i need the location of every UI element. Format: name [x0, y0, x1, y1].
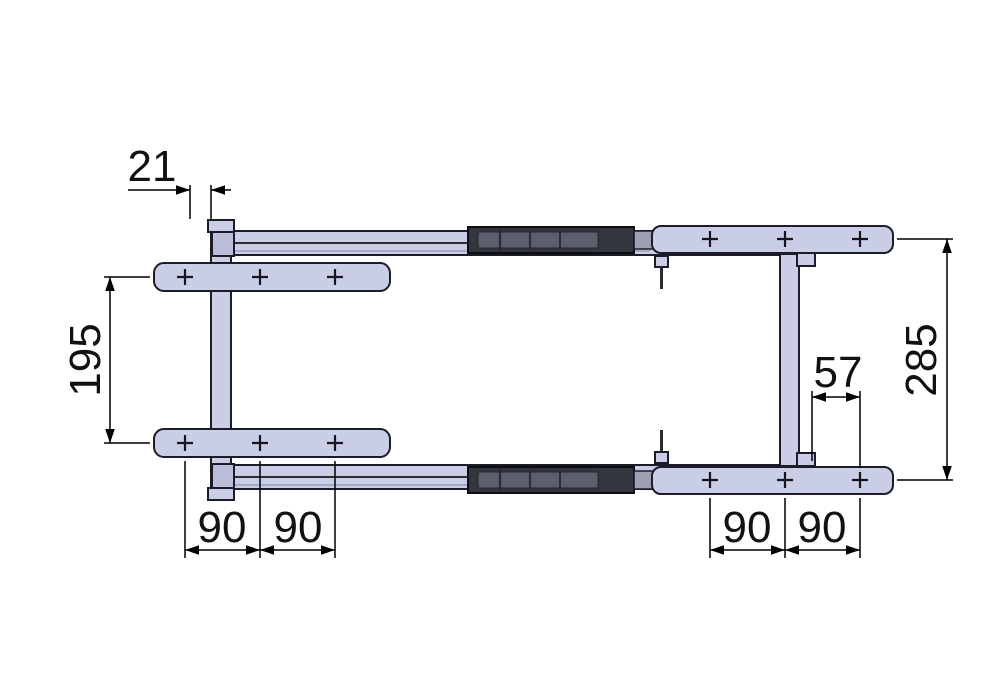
arrow-left-icon: [785, 545, 799, 555]
arrow-down-icon: [942, 466, 952, 480]
left-post-bottom-cap: [207, 487, 235, 501]
arrow-right-icon: [846, 545, 860, 555]
upper-left-plate: [153, 262, 391, 292]
dim-label-57: 57: [814, 348, 863, 397]
arrow-right-icon: [321, 545, 335, 555]
arrow-down-icon: [105, 429, 115, 443]
dim-label-21: 21: [128, 142, 177, 191]
dimension-lines-90-right: [709, 498, 861, 558]
dim-label-90-left-2: 90: [274, 503, 323, 552]
bottom-right-plate: [651, 466, 894, 495]
bottom-actuator-inner: [477, 471, 599, 489]
arrow-left-icon: [260, 545, 274, 555]
dim-label-90-left-1: 90: [198, 503, 247, 552]
arrow-left-icon: [211, 185, 225, 195]
upper-left-plate-bolts: [177, 269, 343, 285]
arrow-right-icon: [771, 545, 785, 555]
lower-left-plate-bolts: [177, 435, 343, 451]
arrow-up-icon: [105, 277, 115, 291]
arrow-left-icon: [812, 392, 826, 402]
dimension-left-row-spacing: 195: [61, 276, 150, 444]
bottom-actuator-ribs: [499, 469, 561, 491]
bottom-stud-head: [654, 451, 669, 464]
dim-label-285: 285: [897, 323, 946, 396]
right-post-top-bracket: [796, 252, 816, 267]
top-stud-head: [654, 255, 669, 268]
dimension-rail-spacing: 285: [897, 238, 953, 481]
top-right-plate: [651, 225, 894, 254]
dimension-bottom-left-pitch: 90 90: [184, 461, 336, 558]
frame-assembly: [153, 219, 894, 501]
dim-label-195: 195: [61, 323, 110, 396]
lower-left-plate: [153, 428, 391, 458]
dim-label-90-right-1: 90: [723, 503, 772, 552]
dimension-stud-offset: 57: [811, 348, 863, 468]
right-post: [779, 253, 800, 467]
top-actuator-inner: [477, 231, 599, 249]
bottom-right-plate-bolts: [702, 472, 868, 488]
dimension-bottom-right-pitch: 90 90: [709, 498, 861, 558]
dimension-lines-285: [897, 238, 953, 481]
dimension-post-offset: 21: [128, 142, 231, 219]
top-actuator-ribs: [499, 229, 561, 251]
dimension-lines-195: [104, 276, 150, 444]
dimension-lines-57: [811, 391, 861, 468]
dimension-lines-90-left: [184, 461, 336, 558]
arrow-left-icon: [185, 545, 199, 555]
arrow-right-icon: [176, 185, 190, 195]
left-post-top-cap: [207, 219, 235, 233]
arrow-up-icon: [942, 239, 952, 253]
arrow-right-icon: [846, 392, 860, 402]
dim-label-90-right-2: 90: [798, 503, 847, 552]
arrow-right-icon: [246, 545, 260, 555]
top-right-plate-bolts: [702, 231, 868, 247]
arrow-left-icon: [710, 545, 724, 555]
